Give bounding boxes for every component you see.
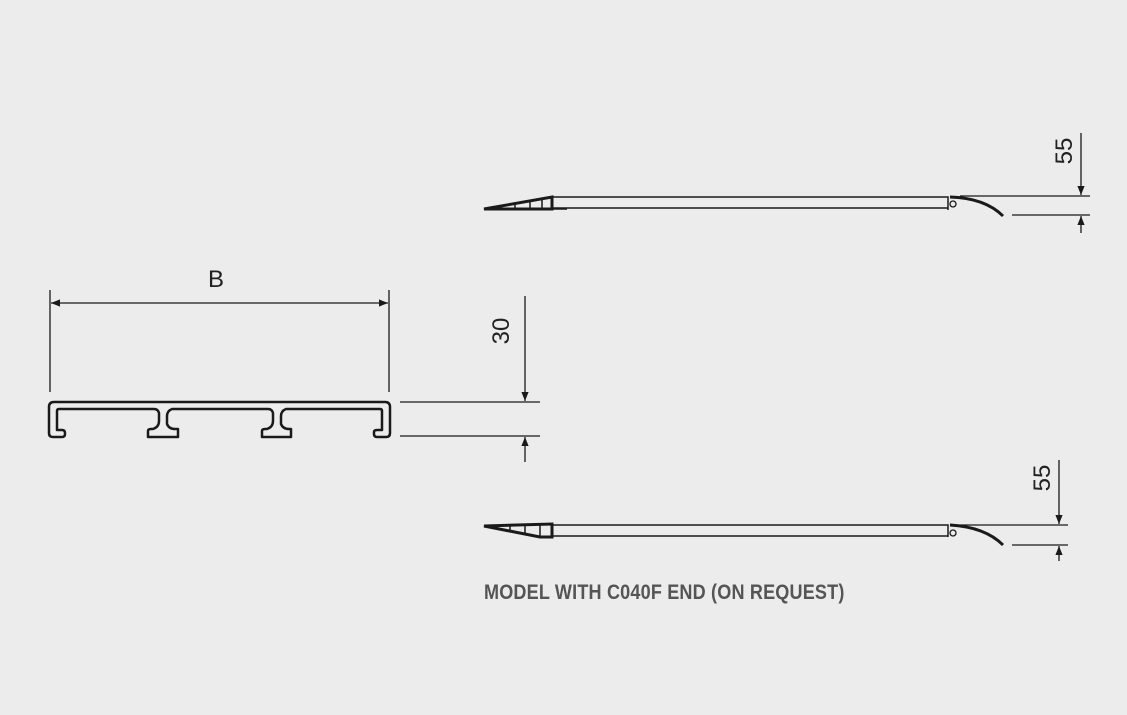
ramp-end-height-label-top: 55 (1051, 138, 1078, 165)
ramp-end-height-label-bottom: 55 (1029, 465, 1056, 492)
width-dimension (49, 290, 390, 392)
height-dimension (400, 296, 540, 462)
caption: MODEL WITH C040F END (ON REQUEST) (484, 581, 845, 604)
ramp-end-dimension-bottom (960, 460, 1068, 561)
ramp-side-view-top (483, 195, 1005, 218)
ramp-end-dimension-top (960, 133, 1090, 233)
front-profile (47, 400, 392, 439)
height-label: 30 (488, 318, 515, 345)
ramp-side-view-bottom (483, 522, 1005, 547)
width-label: B (208, 266, 224, 293)
